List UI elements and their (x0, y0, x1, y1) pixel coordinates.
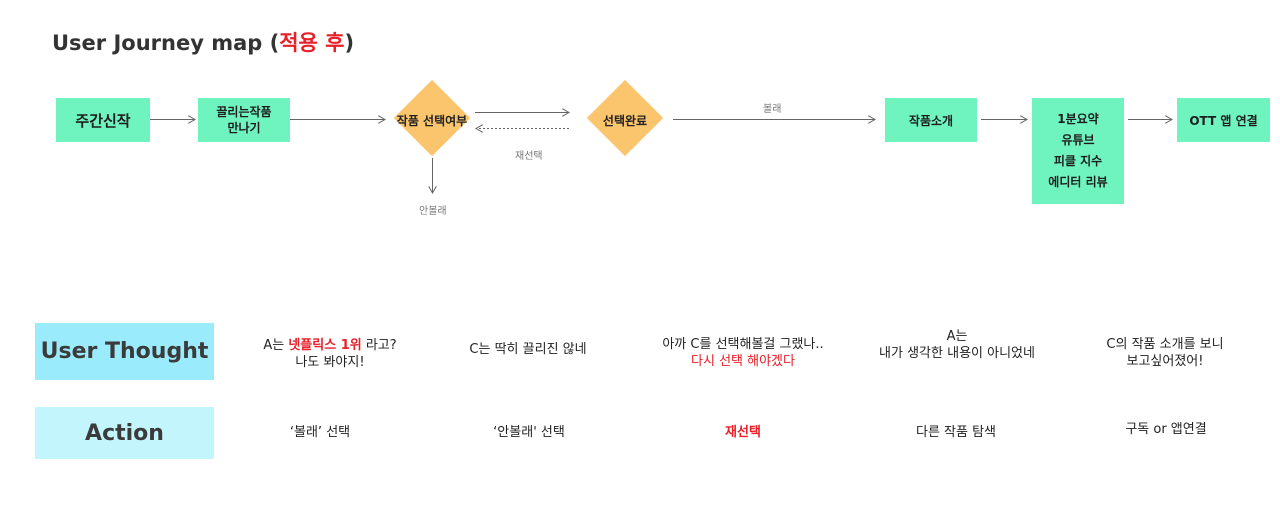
title-close: ) (344, 31, 355, 55)
row-label-action: Action (35, 407, 214, 459)
thought-5: C의 작품 소개를 보니 보고싶어졌어! (1106, 337, 1224, 369)
label-no-watch: 안볼래 (419, 206, 447, 217)
node-summary: 1분요약 유튜브 피클 지수 에디터 리뷰 (1032, 98, 1124, 204)
thought-2: C는 딱히 끌리진 않네 (469, 342, 587, 357)
title-highlight: 적용 후 (279, 31, 345, 55)
node-meet-work: 끌리는작품 만나기 (198, 98, 290, 142)
decision-label: 작품 선택여부 (396, 114, 468, 128)
summary-line1: 1분요약 (1057, 112, 1099, 126)
summary-line3: 피클 지수 (1053, 154, 1103, 168)
thought-3: 아까 C를 선택해볼걸 그랬나.. 다시 선택 해야겠다 (662, 337, 824, 369)
thought-1: A는 넷플릭스 1위 라고? 나도 봐야지! (263, 338, 397, 370)
label-watch: 볼래 (763, 104, 782, 115)
action-1: ‘볼래’ 선택 (289, 425, 351, 440)
row-label-user-thought: User Thought (35, 323, 214, 380)
action-2: ‘안볼래' 선택 (493, 425, 565, 440)
thought-4: A는 내가 생각한 내용이 아니었네 (879, 329, 1035, 361)
summary-line4: 에디터 리뷰 (1048, 175, 1108, 189)
action-5: 구독 or 앱연결 (1125, 422, 1207, 437)
thought-3-highlight: 다시 선택 해야겠다 (691, 354, 795, 369)
thought-1-highlight: 넷플릭스 1위 (288, 338, 362, 353)
node-meet-line1: 끌리는작품 (216, 105, 272, 119)
summary-line2: 유튜브 (1061, 133, 1095, 147)
node-weekly-new: 주간신작 (56, 98, 150, 142)
node-work-intro: 작품소개 (885, 98, 977, 142)
done-label: 선택완료 (602, 114, 648, 128)
node-meet-line2: 만나기 (227, 121, 261, 135)
label-reselect: 재선택 (515, 151, 543, 162)
node-ott-connect: OTT 앱 연결 (1177, 98, 1270, 142)
action-3: 재선택 (725, 425, 761, 440)
page-title: User Journey map (적용 후) (52, 27, 354, 57)
action-4: 다른 작품 탐색 (915, 425, 997, 440)
title-main: User Journey map ( (52, 31, 280, 55)
